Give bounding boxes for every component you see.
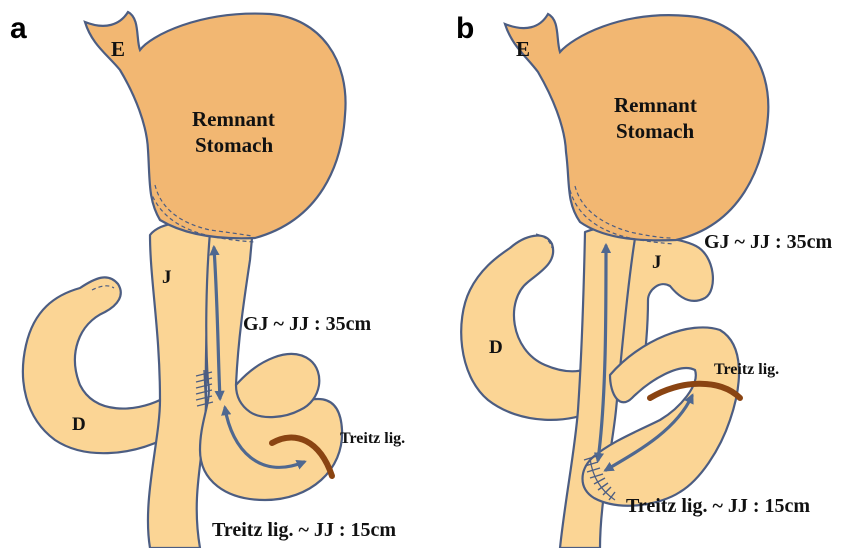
label-stomach-line1-a: Remnant (192, 107, 275, 131)
label-gj-jj-b: GJ ~ JJ : 35cm (704, 231, 832, 253)
panel-b: b E Remnant (456, 12, 832, 548)
label-stomach-line2-b: Stomach (616, 119, 694, 143)
duodenum-a (23, 277, 162, 453)
panel-letter-b: b (456, 12, 474, 45)
label-stomach-line2-a: Stomach (195, 133, 273, 157)
label-jejunum-b: J (652, 252, 662, 273)
label-treitz-jj-a: Treitz lig. ~ JJ : 15cm (212, 519, 396, 541)
label-esophagus-b: E (516, 37, 530, 61)
label-esophagus-a: E (111, 37, 125, 61)
panel-a: a E Remnant Stomach J (10, 12, 405, 548)
label-treitz-jj-b: Treitz lig. ~ JJ : 15cm (626, 495, 810, 517)
label-treitz-a: Treitz lig. (340, 430, 405, 447)
label-duodenum-a: D (72, 414, 86, 435)
label-gj-jj-a: GJ ~ JJ : 35cm (243, 313, 371, 335)
label-jejunum-a: J (162, 267, 172, 288)
panel-letter-a: a (10, 12, 27, 45)
label-stomach-line1-b: Remnant (614, 93, 697, 117)
label-duodenum-b: D (489, 337, 503, 358)
label-treitz-b: Treitz lig. (714, 361, 779, 378)
